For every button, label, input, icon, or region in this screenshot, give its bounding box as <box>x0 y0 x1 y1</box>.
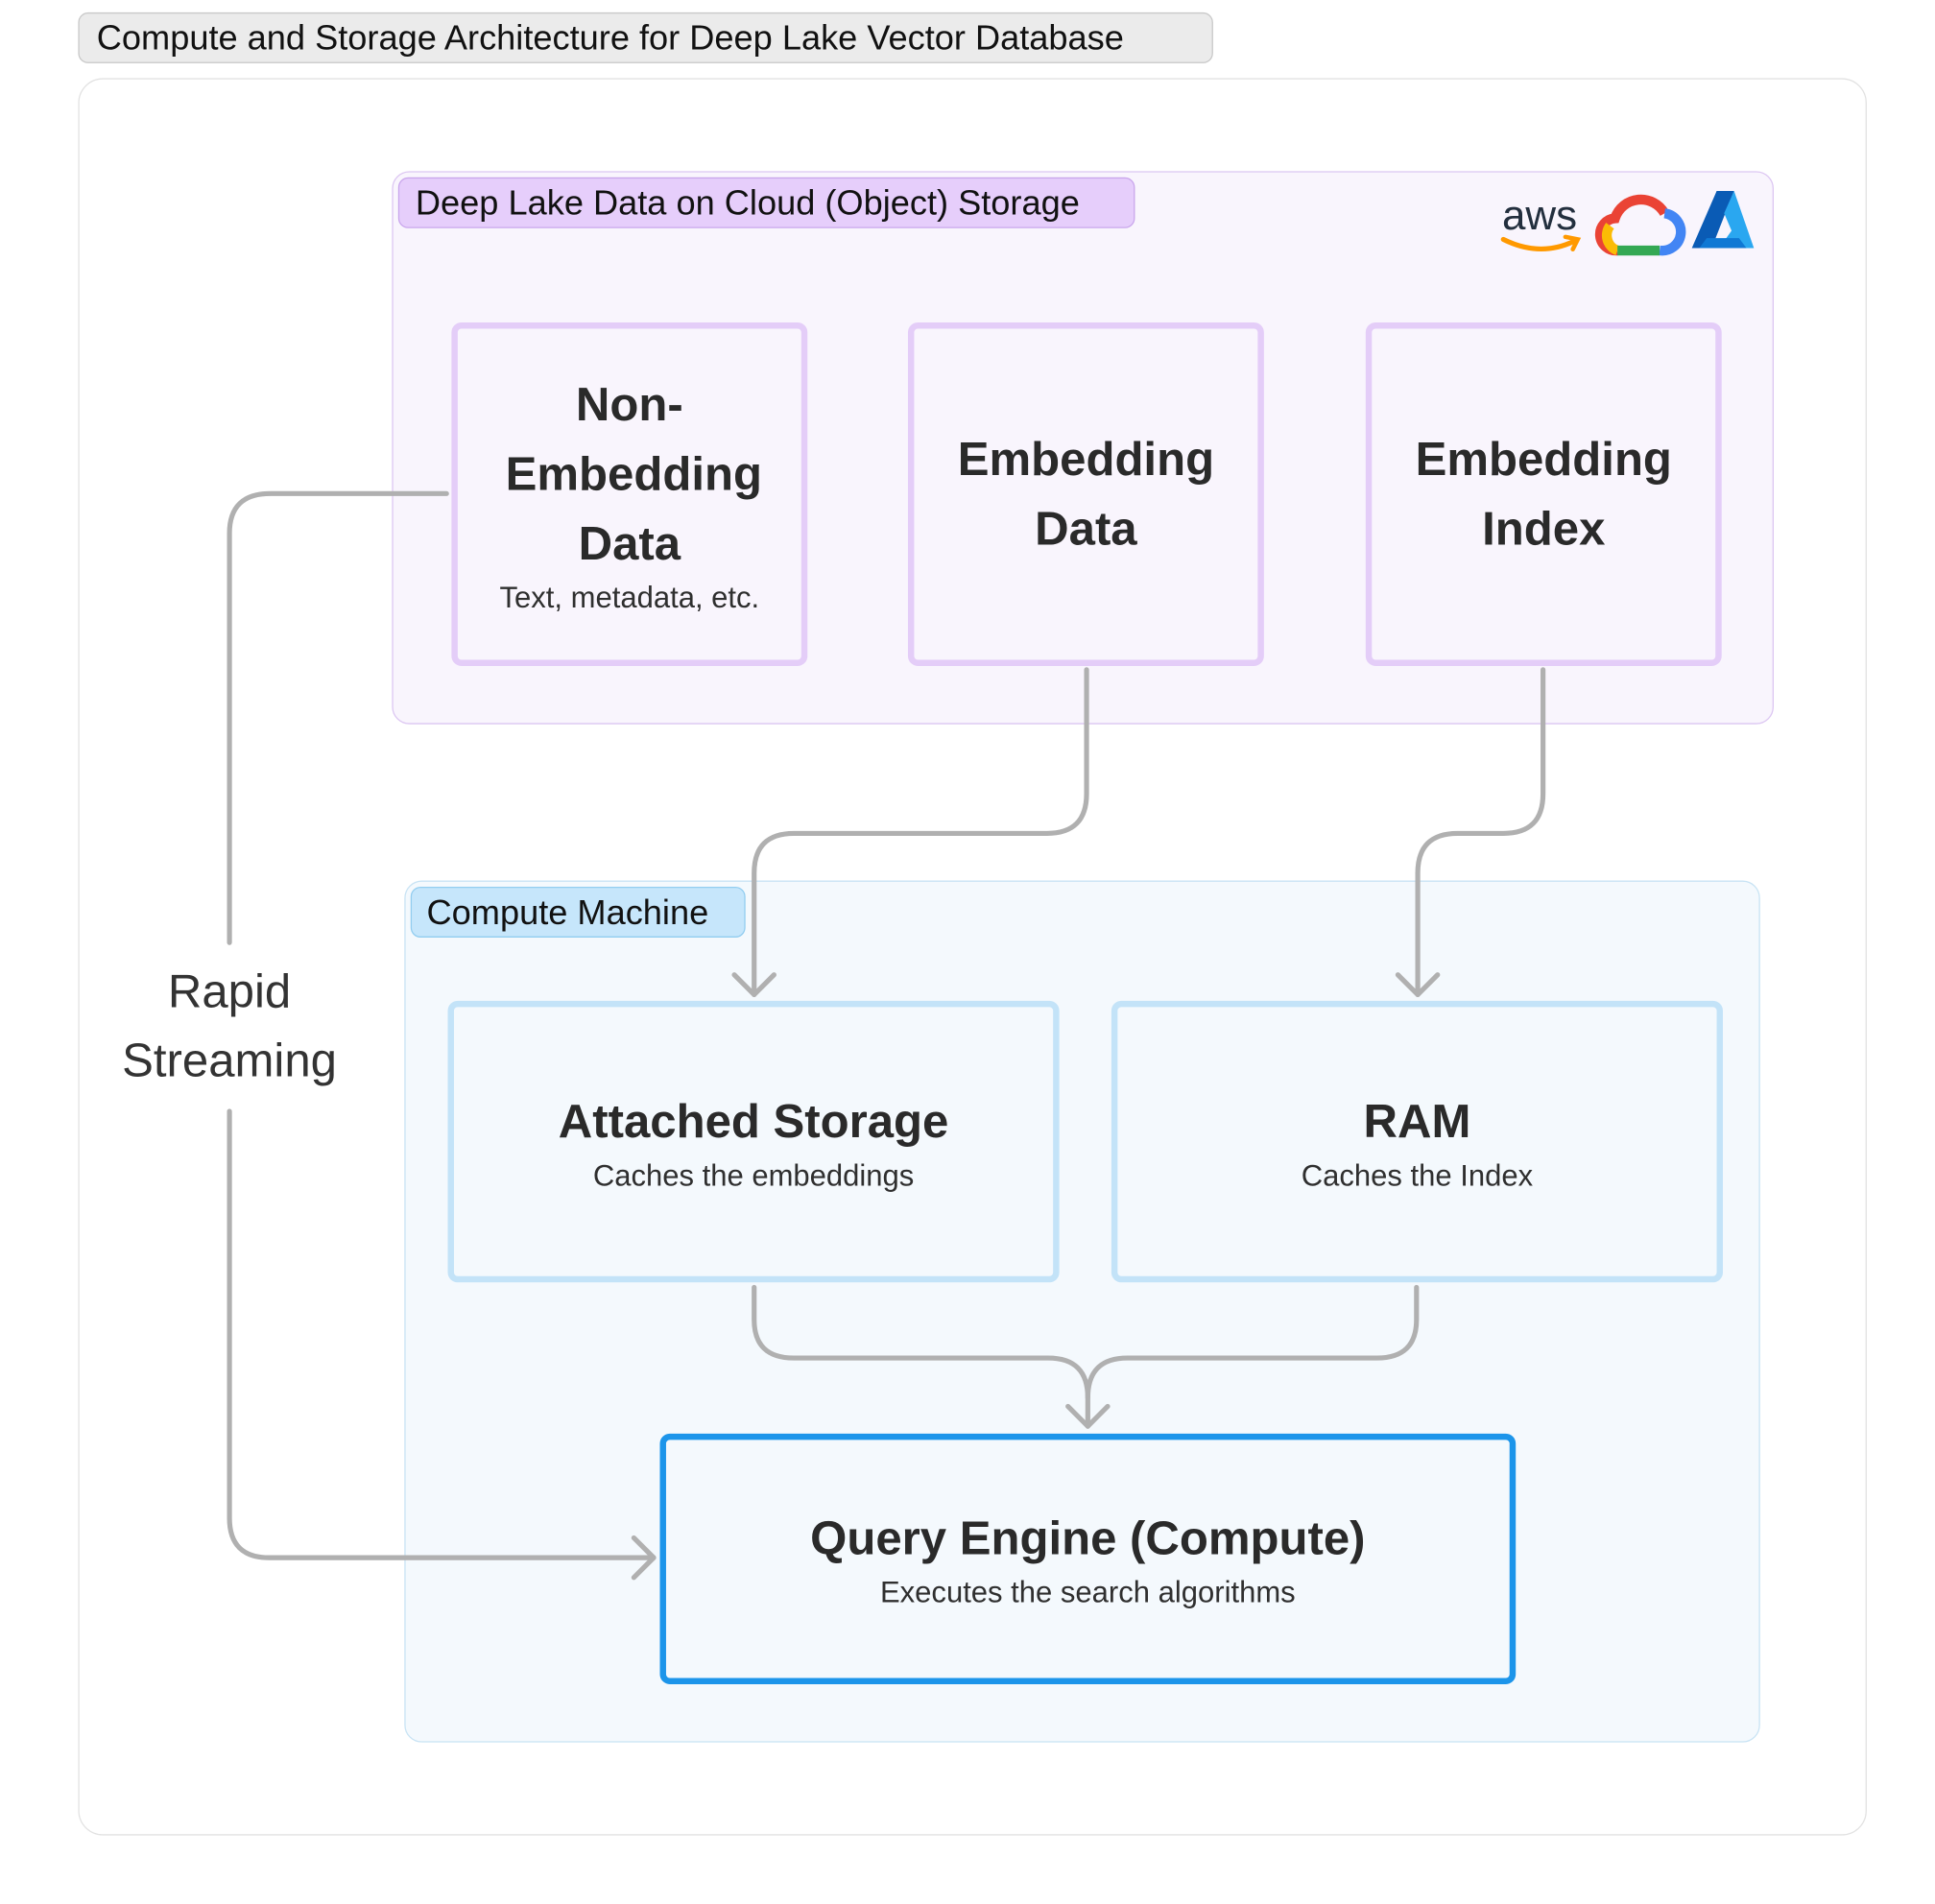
edge-embedding-index-to-ram <box>1415 667 1546 998</box>
outer-frame <box>78 78 1867 1836</box>
google-cloud-logo <box>1594 194 1686 256</box>
embedding-data-title: Embedding Data <box>957 433 1215 556</box>
attached-storage-node: Attached Storage Caches the embeddings <box>447 1000 1060 1283</box>
embedding-index-title: Embedding Index <box>1415 433 1672 556</box>
edge-embedding-data-to-attached-storage <box>752 667 1089 998</box>
ram-node: RAM Caches the Index <box>1111 1000 1724 1283</box>
arrowhead-query-engine-top <box>1065 1403 1111 1429</box>
ram-subtitle: Caches the Index <box>1301 1158 1534 1193</box>
non-embedding-data-title: Non-Embedding Data <box>505 378 762 570</box>
arrowhead-query-engine-left <box>631 1535 657 1581</box>
aws-logo-text: aws <box>1502 192 1577 239</box>
compute-group-label: Compute Machine <box>410 886 746 938</box>
query-engine-node: Query Engine (Compute) Executes the sear… <box>659 1433 1517 1684</box>
storage-group-label: Deep Lake Data on Cloud (Object) Storage <box>397 177 1135 228</box>
ram-title: RAM <box>1363 1095 1471 1149</box>
query-engine-title: Query Engine (Compute) <box>810 1512 1366 1565</box>
non-embedding-data-subtitle: Text, metadata, etc. <box>499 581 760 615</box>
embedding-index-node: Embedding Index <box>1365 321 1722 666</box>
edge-rapid-streaming-lower <box>227 1108 657 1560</box>
attached-storage-subtitle: Caches the embeddings <box>592 1158 915 1193</box>
non-embedding-data-node: Non-Embedding Data Text, metadata, etc. <box>451 321 808 666</box>
rapid-streaming-label: Rapid Streaming <box>122 965 337 1088</box>
arrowhead-attached-storage <box>731 972 776 998</box>
aws-logo: aws <box>1500 192 1582 252</box>
cloud-provider-logos: aws <box>1500 191 1755 256</box>
edge-rapid-streaming-upper <box>227 490 449 945</box>
azure-logo <box>1691 191 1755 249</box>
query-engine-subtitle: Executes the search algorithms <box>879 1576 1296 1610</box>
attached-storage-title: Attached Storage <box>558 1095 949 1149</box>
edge-attached-storage-to-query-engine <box>752 1284 1090 1429</box>
embedding-data-node: Embedding Data <box>907 321 1264 666</box>
edge-ram-to-query-engine <box>1085 1284 1420 1401</box>
diagram-title: Compute and Storage Architecture for Dee… <box>78 12 1213 63</box>
arrowhead-ram <box>1395 972 1441 998</box>
